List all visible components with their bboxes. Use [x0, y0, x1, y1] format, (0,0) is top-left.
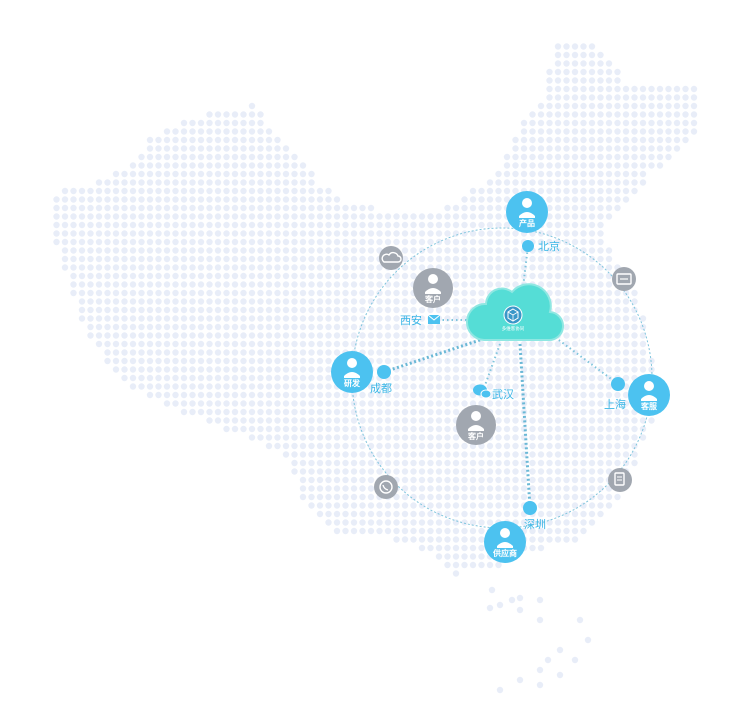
service-node: 客服 [628, 374, 670, 416]
service-label: 客服 [640, 401, 658, 411]
client-node-top: 客户 [413, 268, 453, 308]
card-icon [612, 267, 636, 291]
supplier-label: 供应商 [492, 548, 517, 558]
connection-lines [383, 245, 619, 509]
hub-label: 多维客协同 [502, 325, 525, 332]
line-beijing [519, 245, 529, 313]
client-top-label: 客户 [424, 294, 441, 304]
phone-icon [374, 475, 398, 499]
rd-label: 研发 [344, 378, 361, 388]
cube-logo-icon [503, 305, 523, 325]
document-icon [608, 468, 632, 492]
city-label-beijing: 北京 [538, 239, 560, 253]
person-icon [519, 198, 535, 218]
supplier-node: 供应商 [484, 521, 526, 563]
city-label-shenzhen: 深圳 [524, 518, 546, 531]
hub-cloud: 多维客协同 [465, 283, 565, 342]
city-label-chengdu: 成都 [370, 382, 392, 395]
person-icon [344, 358, 360, 378]
client-mid-label: 客户 [467, 431, 484, 441]
line-shanghai [547, 331, 619, 385]
city-label-xian: 西安 [400, 313, 422, 327]
person-icon [497, 528, 513, 548]
person-icon [425, 274, 441, 294]
city-dot-beijing [522, 240, 534, 252]
cloud-icon [379, 246, 403, 270]
map-dots [53, 43, 698, 694]
person-icon [468, 411, 484, 431]
product-node: 产品 [506, 191, 548, 233]
city-label-shanghai: 上海 [604, 397, 626, 411]
product-label: 产品 [519, 218, 535, 228]
city-dot-shanghai [611, 377, 625, 391]
chat-icon [473, 384, 492, 399]
rd-node: 研发 [331, 351, 373, 393]
mail-icon [427, 314, 441, 324]
city-label-wuhan: 武汉 [492, 388, 514, 401]
line-shenzhen [518, 343, 532, 509]
city-dot-shenzhen [523, 501, 537, 515]
person-icon [641, 381, 657, 401]
city-dot-chengdu [377, 365, 391, 379]
client-node-mid: 客户 [456, 405, 496, 445]
line-chengdu [383, 338, 481, 374]
line-wuhan [483, 343, 501, 389]
